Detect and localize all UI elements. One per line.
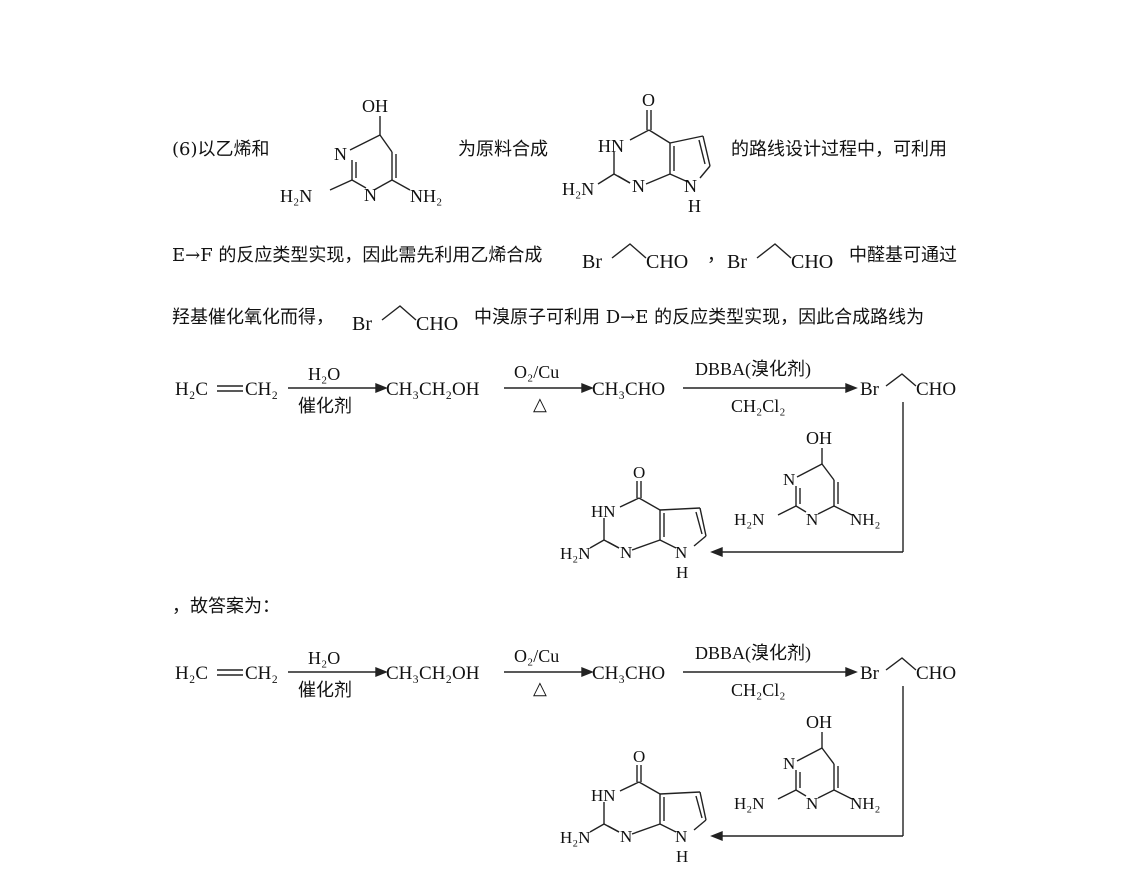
h2n-label: H₂N xyxy=(734,794,764,813)
h2n-label: H₂N xyxy=(560,544,590,563)
br-label: Br xyxy=(352,313,372,335)
answer-intro-text: ，故答案为： xyxy=(172,596,280,617)
n-label: N xyxy=(806,510,818,529)
pyrrolopyrimidinone-structure: O HN N N H H₂N xyxy=(562,90,711,216)
step2-condition: △ xyxy=(533,394,547,414)
bromoacetaldehyde-structure: Br CHO xyxy=(582,243,688,273)
ethylene-right: CH₂ xyxy=(245,663,278,684)
bromoacetaldehyde-structure: Br CHO xyxy=(352,305,458,335)
ethanol-formula: CH₃CH₂OH xyxy=(386,379,480,400)
para2-sep: ， xyxy=(707,245,725,266)
diaminohydroxypyrimidine-structure: OH N N H₂N NH₂ xyxy=(280,96,442,206)
pyrrolopyrimidinone-structure: O HN N N H H₂N xyxy=(560,463,707,582)
acetaldehyde-formula: CH₃CHO xyxy=(592,379,665,400)
pyrrolopyrimidinone-structure: O HN N N H H₂N xyxy=(560,747,707,866)
para3-text-2: 中溴原子可利用 D→E 的反应类型实现，因此合成路线为 xyxy=(474,307,925,328)
para1-text-3: 的路线设计过程中，可利用 xyxy=(731,139,947,160)
h2n-label: H₂N xyxy=(562,179,594,199)
o-label: O xyxy=(633,747,645,766)
ethanol-formula: CH₃CH₂OH xyxy=(386,663,480,684)
oh-label: OH xyxy=(362,96,388,116)
synthesis-route-1: H₂C CH₂ H₂O 催化剂 CH₃CH₂OH O₂/Cu △ CH₃CHO … xyxy=(0,350,1126,582)
h2n-label: H₂N xyxy=(734,510,764,529)
n-label: N xyxy=(675,543,687,562)
hn-label: HN xyxy=(591,502,616,521)
h2n-label: H₂N xyxy=(280,186,312,206)
para1-text-1: (6)以乙烯和 xyxy=(172,139,270,160)
nh2-label: NH₂ xyxy=(410,186,442,206)
cho-label: CHO xyxy=(791,251,833,273)
oh-label: OH xyxy=(806,428,832,448)
cho-label: CHO xyxy=(646,251,688,273)
step3-solvent: CH₂Cl₂ xyxy=(731,396,786,416)
hn-label: HN xyxy=(598,136,624,156)
n-label: N xyxy=(806,794,818,813)
cho-label: CHO xyxy=(916,663,956,684)
step1-condition: 催化剂 xyxy=(298,396,352,416)
para2-text-2: 中醛基可通过 xyxy=(849,245,957,266)
para3-text-1: 羟基催化氧化而得， xyxy=(172,307,334,328)
n-label: N xyxy=(684,176,697,196)
step2-reagent: O₂/Cu xyxy=(514,362,559,382)
diaminohydroxypyrimidine-structure: OH N N H₂N NH₂ xyxy=(734,712,880,813)
n-label: N xyxy=(675,827,687,846)
cho-label: CHO xyxy=(416,313,458,335)
nh2-label: NH₂ xyxy=(850,510,880,529)
para2-text-1: E→F 的反应类型实现，因此需先利用乙烯合成 xyxy=(172,245,543,266)
step1-reagent: H₂O xyxy=(308,648,340,668)
step2-condition: △ xyxy=(533,678,547,698)
h2n-label: H₂N xyxy=(560,828,590,847)
br-label: Br xyxy=(860,663,880,684)
ethylene-left: H₂C xyxy=(175,379,208,400)
nh2-label: NH₂ xyxy=(850,794,880,813)
step3-solvent: CH₂Cl₂ xyxy=(731,680,786,700)
cho-label: CHO xyxy=(916,379,956,400)
n-label: N xyxy=(783,470,795,489)
ethylene-right: CH₂ xyxy=(245,379,278,400)
h-label: H xyxy=(676,563,688,582)
synthesis-route-2: H₂C CH₂ H₂O 催化剂 CH₃CH₂OH O₂/Cu △ CH₃CHO … xyxy=(0,634,1126,869)
br-label: Br xyxy=(582,251,602,273)
acetaldehyde-formula: CH₃CHO xyxy=(592,663,665,684)
step2-reagent: O₂/Cu xyxy=(514,646,559,666)
o-label: O xyxy=(642,90,655,110)
h-label: H xyxy=(676,847,688,866)
n-label: N xyxy=(783,754,795,773)
n-label: N xyxy=(632,176,645,196)
hn-label: HN xyxy=(591,786,616,805)
h-label: H xyxy=(688,196,701,216)
para1-text-2: 为原料合成 xyxy=(458,139,548,160)
br-label: Br xyxy=(727,251,747,273)
step1-reagent: H₂O xyxy=(308,364,340,384)
oh-label: OH xyxy=(806,712,832,732)
step1-condition: 催化剂 xyxy=(298,680,352,700)
diaminohydroxypyrimidine-structure: OH N N H₂N NH₂ xyxy=(734,428,880,529)
o-label: O xyxy=(633,463,645,482)
step3-reagent: DBBA(溴化剂) xyxy=(695,359,811,380)
step3-reagent: DBBA(溴化剂) xyxy=(695,643,811,664)
n-label: N xyxy=(620,543,632,562)
n-label: N xyxy=(334,144,347,164)
bromoacetaldehyde-structure: Br CHO xyxy=(727,243,833,273)
br-label: Br xyxy=(860,379,880,400)
n-label: N xyxy=(364,185,377,205)
n-label: N xyxy=(620,827,632,846)
ethylene-left: H₂C xyxy=(175,663,208,684)
